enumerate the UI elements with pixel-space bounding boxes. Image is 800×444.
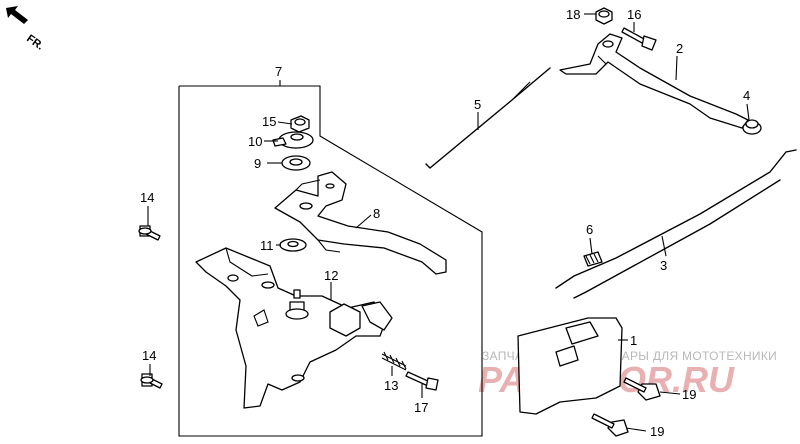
- base-bracket-12: [195, 247, 393, 409]
- control-lever-8: [274, 171, 447, 275]
- callout-1: 1: [630, 333, 637, 348]
- rod-5: [425, 67, 551, 169]
- callout-7: 7: [275, 64, 282, 79]
- bolt-17: [405, 371, 439, 391]
- callout-14-lower: 14: [142, 348, 156, 363]
- bolt-16: [621, 27, 657, 51]
- callout-9: 9: [254, 156, 261, 171]
- callout-19-upper: 19: [682, 387, 696, 402]
- nut-18: [595, 7, 613, 25]
- callout-5: 5: [474, 97, 481, 112]
- callout-10: 10: [248, 134, 262, 149]
- callout-13: 13: [384, 378, 398, 393]
- assembly-7-outline: [178, 85, 483, 437]
- cover-1: [517, 317, 623, 415]
- bolt-14-upper: [138, 225, 161, 241]
- front-direction-arrow-icon: FR.: [6, 6, 46, 53]
- bolt-19-upper: [623, 377, 661, 401]
- nut-15: [290, 115, 310, 133]
- callout-8: 8: [373, 206, 380, 221]
- callout-16: 16: [627, 7, 641, 22]
- callout-11: 11: [260, 238, 274, 253]
- grommet-4: [742, 119, 762, 135]
- washer-11: [279, 238, 307, 252]
- callout-19-lower: 19: [650, 424, 664, 439]
- callout-6: 6: [586, 222, 593, 237]
- callout-14-upper: 14: [140, 190, 154, 205]
- spring-13: [381, 351, 407, 371]
- cable-3: [555, 149, 797, 299]
- front-direction-label: FR.: [24, 33, 45, 53]
- callouts: 7 15 10 9 8 11 12 14 14 13 17 18 16 2 4 …: [140, 7, 750, 439]
- callout-15: 15: [262, 114, 276, 129]
- throttle-bracket-2: [559, 33, 749, 129]
- washer-9: [281, 155, 311, 171]
- bolt-14-lower: [140, 373, 163, 389]
- spring-6: [583, 251, 603, 267]
- callout-17: 17: [414, 400, 428, 415]
- callout-18: 18: [566, 7, 580, 22]
- bolt-19-lower: [591, 413, 629, 437]
- callout-2: 2: [676, 41, 683, 56]
- leader-lines: [147, 13, 750, 432]
- callout-12: 12: [324, 268, 338, 283]
- plate-10: [272, 131, 314, 149]
- callout-3: 3: [660, 258, 667, 273]
- callout-4: 4: [743, 88, 750, 103]
